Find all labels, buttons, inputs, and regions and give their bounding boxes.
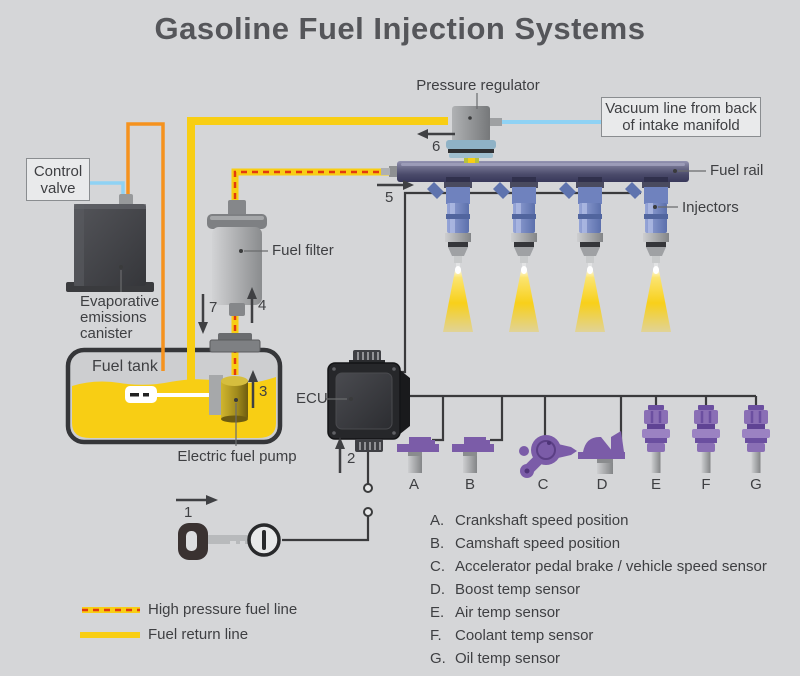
vacuum-line-box-line1: Vacuum line from back [605,100,757,117]
sensor-list-item: D. Boost temp sensor [430,578,767,601]
flow-arrows [176,129,455,505]
wire-terminals [363,483,373,517]
pressure-regulator-label: Pressure regulator [416,77,540,94]
sensor-a [397,437,439,473]
sensor-d-prefix: D. [430,581,445,598]
injector-2 [493,177,539,332]
legend-high-pressure-label: High pressure fuel line [148,601,298,618]
evap-canister [66,194,154,292]
ignition-key [178,523,249,560]
sensor-list-item: E. Air temp sensor [430,601,767,624]
sensor-list-item: G. Oil temp sensor [430,647,767,670]
control-valve-line1: Control [33,162,83,180]
injector-4 [625,177,671,332]
page-title: Gasoline Fuel Injection Systems [154,11,646,46]
injectors-label: Injectors [682,199,739,216]
pump-top-plate [209,333,261,353]
evap-canister-label: Evaporative emissions canister [80,294,159,342]
sensor-f [692,405,720,473]
arrow-2 [335,437,345,473]
arrow-4 [247,287,257,323]
legend-return-line-label: Fuel return line [148,626,249,643]
sensor-g [742,405,770,473]
vapor-line [126,122,165,371]
sensor-c-prefix: C. [430,558,445,575]
sensor-e-prefix: E. [430,604,445,621]
sensor-c [519,435,577,478]
sensor-d-letter: D [596,476,608,493]
fuel-level-sender [125,386,209,403]
step-5-label: 5 [385,189,394,206]
ecu [327,350,410,452]
fuel-filter [207,200,267,316]
electric-fuel-pump-label: Electric fuel pump [177,448,297,465]
legend-swatches [80,607,140,638]
step-2-label: 2 [347,450,356,467]
leader-lines [119,93,706,446]
sensor-b-prefix: B. [430,535,445,552]
injectors [427,177,671,332]
step-6-label: 6 [432,138,441,155]
fuel-filter-label: Fuel filter [272,242,334,259]
sensor-list-item: F. Coolant temp sensor [430,624,767,647]
sensor-d-name: Boost temp sensor [455,581,581,598]
ecu-label: ECU [296,390,328,407]
sensor-g-name: Oil temp sensor [455,650,561,667]
spray-1 [443,268,473,332]
sensor-c-letter: C [537,476,549,493]
evap-line2: emissions [80,309,147,326]
step-3-label: 3 [259,383,268,400]
sensor-a-prefix: A. [430,512,445,529]
pressure-regulator [446,106,502,163]
sensor-d [578,431,625,474]
sensor-b [452,437,494,473]
sensor-description-list: A. Crankshaft speed position B. Camshaft s… [430,509,767,670]
evap-line3: canister [80,325,133,342]
fuel-return-line [187,117,448,384]
arrow-5 [377,180,414,190]
control-valve-line2: valve [40,179,76,197]
fuel-rail-label: Fuel rail [710,162,764,179]
injector-1 [427,177,473,332]
sensor-list-item: A. Crankshaft speed position [430,509,767,532]
arrow-6 [417,129,455,139]
sensor-a-name: Crankshaft speed position [455,512,629,529]
step-7-label: 7 [209,299,218,316]
sensor-a-letter: A [408,476,420,493]
control-valve-vacuum-line [88,181,125,198]
sensor-f-letter: F [701,476,711,493]
sensor-f-prefix: F. [430,627,442,644]
sensor-b-letter: B [464,476,476,493]
arrow-7 [198,294,208,334]
sensor-e [642,405,670,473]
sensor-b-name: Camshaft speed position [455,535,621,552]
ignition-switch [247,523,281,557]
fuel-tank-label: Fuel tank [92,358,158,375]
vacuum-line-box: Vacuum line from back of intake manifold [601,97,761,137]
sensor-c-name: Accelerator pedal brake / vehicle speed … [455,558,767,575]
injector-3 [559,177,605,332]
arrow-1 [176,495,218,505]
vacuum-line-box-line2: of intake manifold [622,117,740,134]
sensor-list-item: C. Accelerator pedal brake / vehicle spee… [430,555,767,578]
sensor-list-item: B. Camshaft speed position [430,532,767,555]
evap-line1: Evaporative [80,293,160,310]
step-4-label: 4 [258,297,267,314]
sensor-g-letter: G [750,476,762,493]
arrow-3 [248,370,258,408]
step-1-label: 1 [184,504,193,521]
control-valve-box: Control valve [26,158,90,201]
sensor-g-prefix: G. [430,650,446,667]
sensor-e-name: Air temp sensor [455,604,561,621]
sensor-f-name: Coolant temp sensor [455,627,594,644]
fuel-rail [381,161,689,182]
sensor-e-letter: E [650,476,662,493]
